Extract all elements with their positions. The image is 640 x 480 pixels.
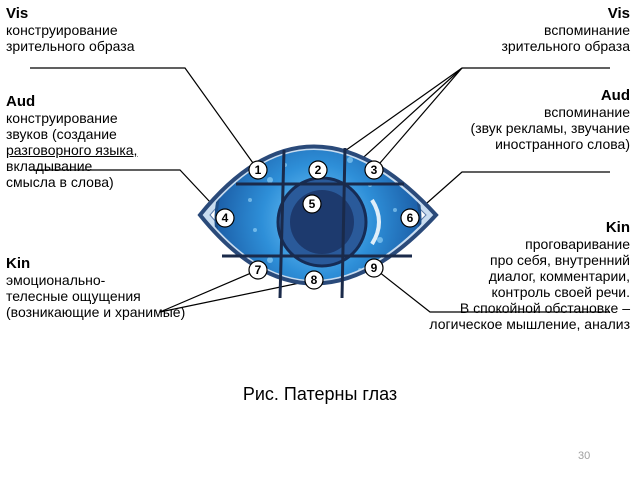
marker-2: 2 bbox=[308, 160, 328, 180]
marker-6: 6 bbox=[400, 208, 420, 228]
line-vis-left bbox=[30, 67, 259, 171]
label-line: диалог, комментарии, bbox=[488, 268, 630, 284]
label-aud-right: Aud вспоминание (звук рекламы, звучание … bbox=[470, 87, 630, 153]
label-line: (возникающие и хранимые) bbox=[6, 304, 186, 320]
label-kin-left-heading: Kin bbox=[6, 255, 31, 272]
label-line: зрительного образа bbox=[501, 38, 630, 54]
marker-7: 7 bbox=[248, 260, 268, 280]
marker-1: 1 bbox=[248, 160, 268, 180]
label-vis-right-heading: Vis bbox=[607, 5, 630, 22]
marker-5: 5 bbox=[302, 194, 322, 214]
label-line: конструирование bbox=[6, 110, 118, 126]
svg-text:4: 4 bbox=[222, 211, 229, 225]
label-line: вкладывание bbox=[6, 158, 93, 174]
label-line: звуков (создание bbox=[6, 126, 117, 142]
label-aud-right-heading: Aud bbox=[600, 87, 630, 104]
line-vis-right-3 bbox=[373, 67, 463, 171]
label-kin-right: Kin проговаривание про себя, внутренний … bbox=[429, 219, 630, 333]
label-line: разговорного языка, bbox=[6, 142, 138, 158]
line-kin-right bbox=[373, 267, 610, 313]
line-aud-right bbox=[409, 171, 610, 219]
label-line: про себя, внутренний bbox=[490, 252, 630, 268]
marker-8: 8 bbox=[304, 270, 324, 290]
label-vis-left: Vis конструирование зрительного образа bbox=[6, 5, 135, 55]
eye-highlight bbox=[370, 198, 381, 246]
figure-caption: Рис. Патерны глаз bbox=[242, 384, 398, 404]
label-line: конструирование bbox=[6, 22, 118, 38]
marker-3: 3 bbox=[364, 160, 384, 180]
line-kin-left bbox=[159, 269, 259, 313]
position-markers: 1 2 3 4 5 6 7 8 9 bbox=[215, 160, 420, 290]
label-line: зрительного образа bbox=[6, 38, 135, 54]
svg-text:5: 5 bbox=[309, 197, 316, 211]
label-vis-left-heading: Vis bbox=[6, 5, 29, 22]
svg-text:6: 6 bbox=[407, 211, 414, 225]
label-line: контроль своей речи. bbox=[491, 284, 630, 300]
svg-text:8: 8 bbox=[311, 273, 318, 287]
label-aud-left: Aud конструирование звуков (создание раз… bbox=[6, 93, 138, 191]
label-line: телесные ощущения bbox=[6, 288, 141, 304]
connector-lines bbox=[30, 67, 610, 313]
label-line: вспоминание bbox=[544, 104, 630, 120]
label-line: иностранного слова) bbox=[495, 136, 630, 152]
label-line: вспоминание bbox=[544, 22, 630, 38]
svg-text:3: 3 bbox=[371, 163, 378, 177]
label-kin-right-heading: Kin bbox=[605, 219, 630, 236]
label-line: логическое мышление, анализ bbox=[429, 316, 630, 332]
label-aud-left-heading: Aud bbox=[6, 93, 36, 110]
label-line: (звук рекламы, звучание bbox=[470, 120, 630, 136]
label-line: проговаривание bbox=[525, 236, 630, 252]
svg-text:2: 2 bbox=[315, 163, 322, 177]
label-vis-right: Vis вспоминание зрительного образа bbox=[501, 5, 630, 55]
svg-text:1: 1 bbox=[255, 163, 262, 177]
svg-text:7: 7 bbox=[255, 263, 262, 277]
line-kin-left-8 bbox=[159, 279, 315, 313]
label-line: смысла в слова) bbox=[6, 174, 114, 190]
marker-9: 9 bbox=[364, 258, 384, 278]
page-number: 30 bbox=[578, 450, 591, 462]
label-line: В спокойной обстановке – bbox=[459, 300, 630, 316]
label-line: эмоционально- bbox=[6, 272, 106, 288]
marker-4: 4 bbox=[215, 208, 235, 228]
eye-grid bbox=[222, 147, 412, 299]
label-kin-left: Kin эмоционально- телесные ощущения (воз… bbox=[6, 255, 186, 321]
svg-text:9: 9 bbox=[371, 261, 378, 275]
